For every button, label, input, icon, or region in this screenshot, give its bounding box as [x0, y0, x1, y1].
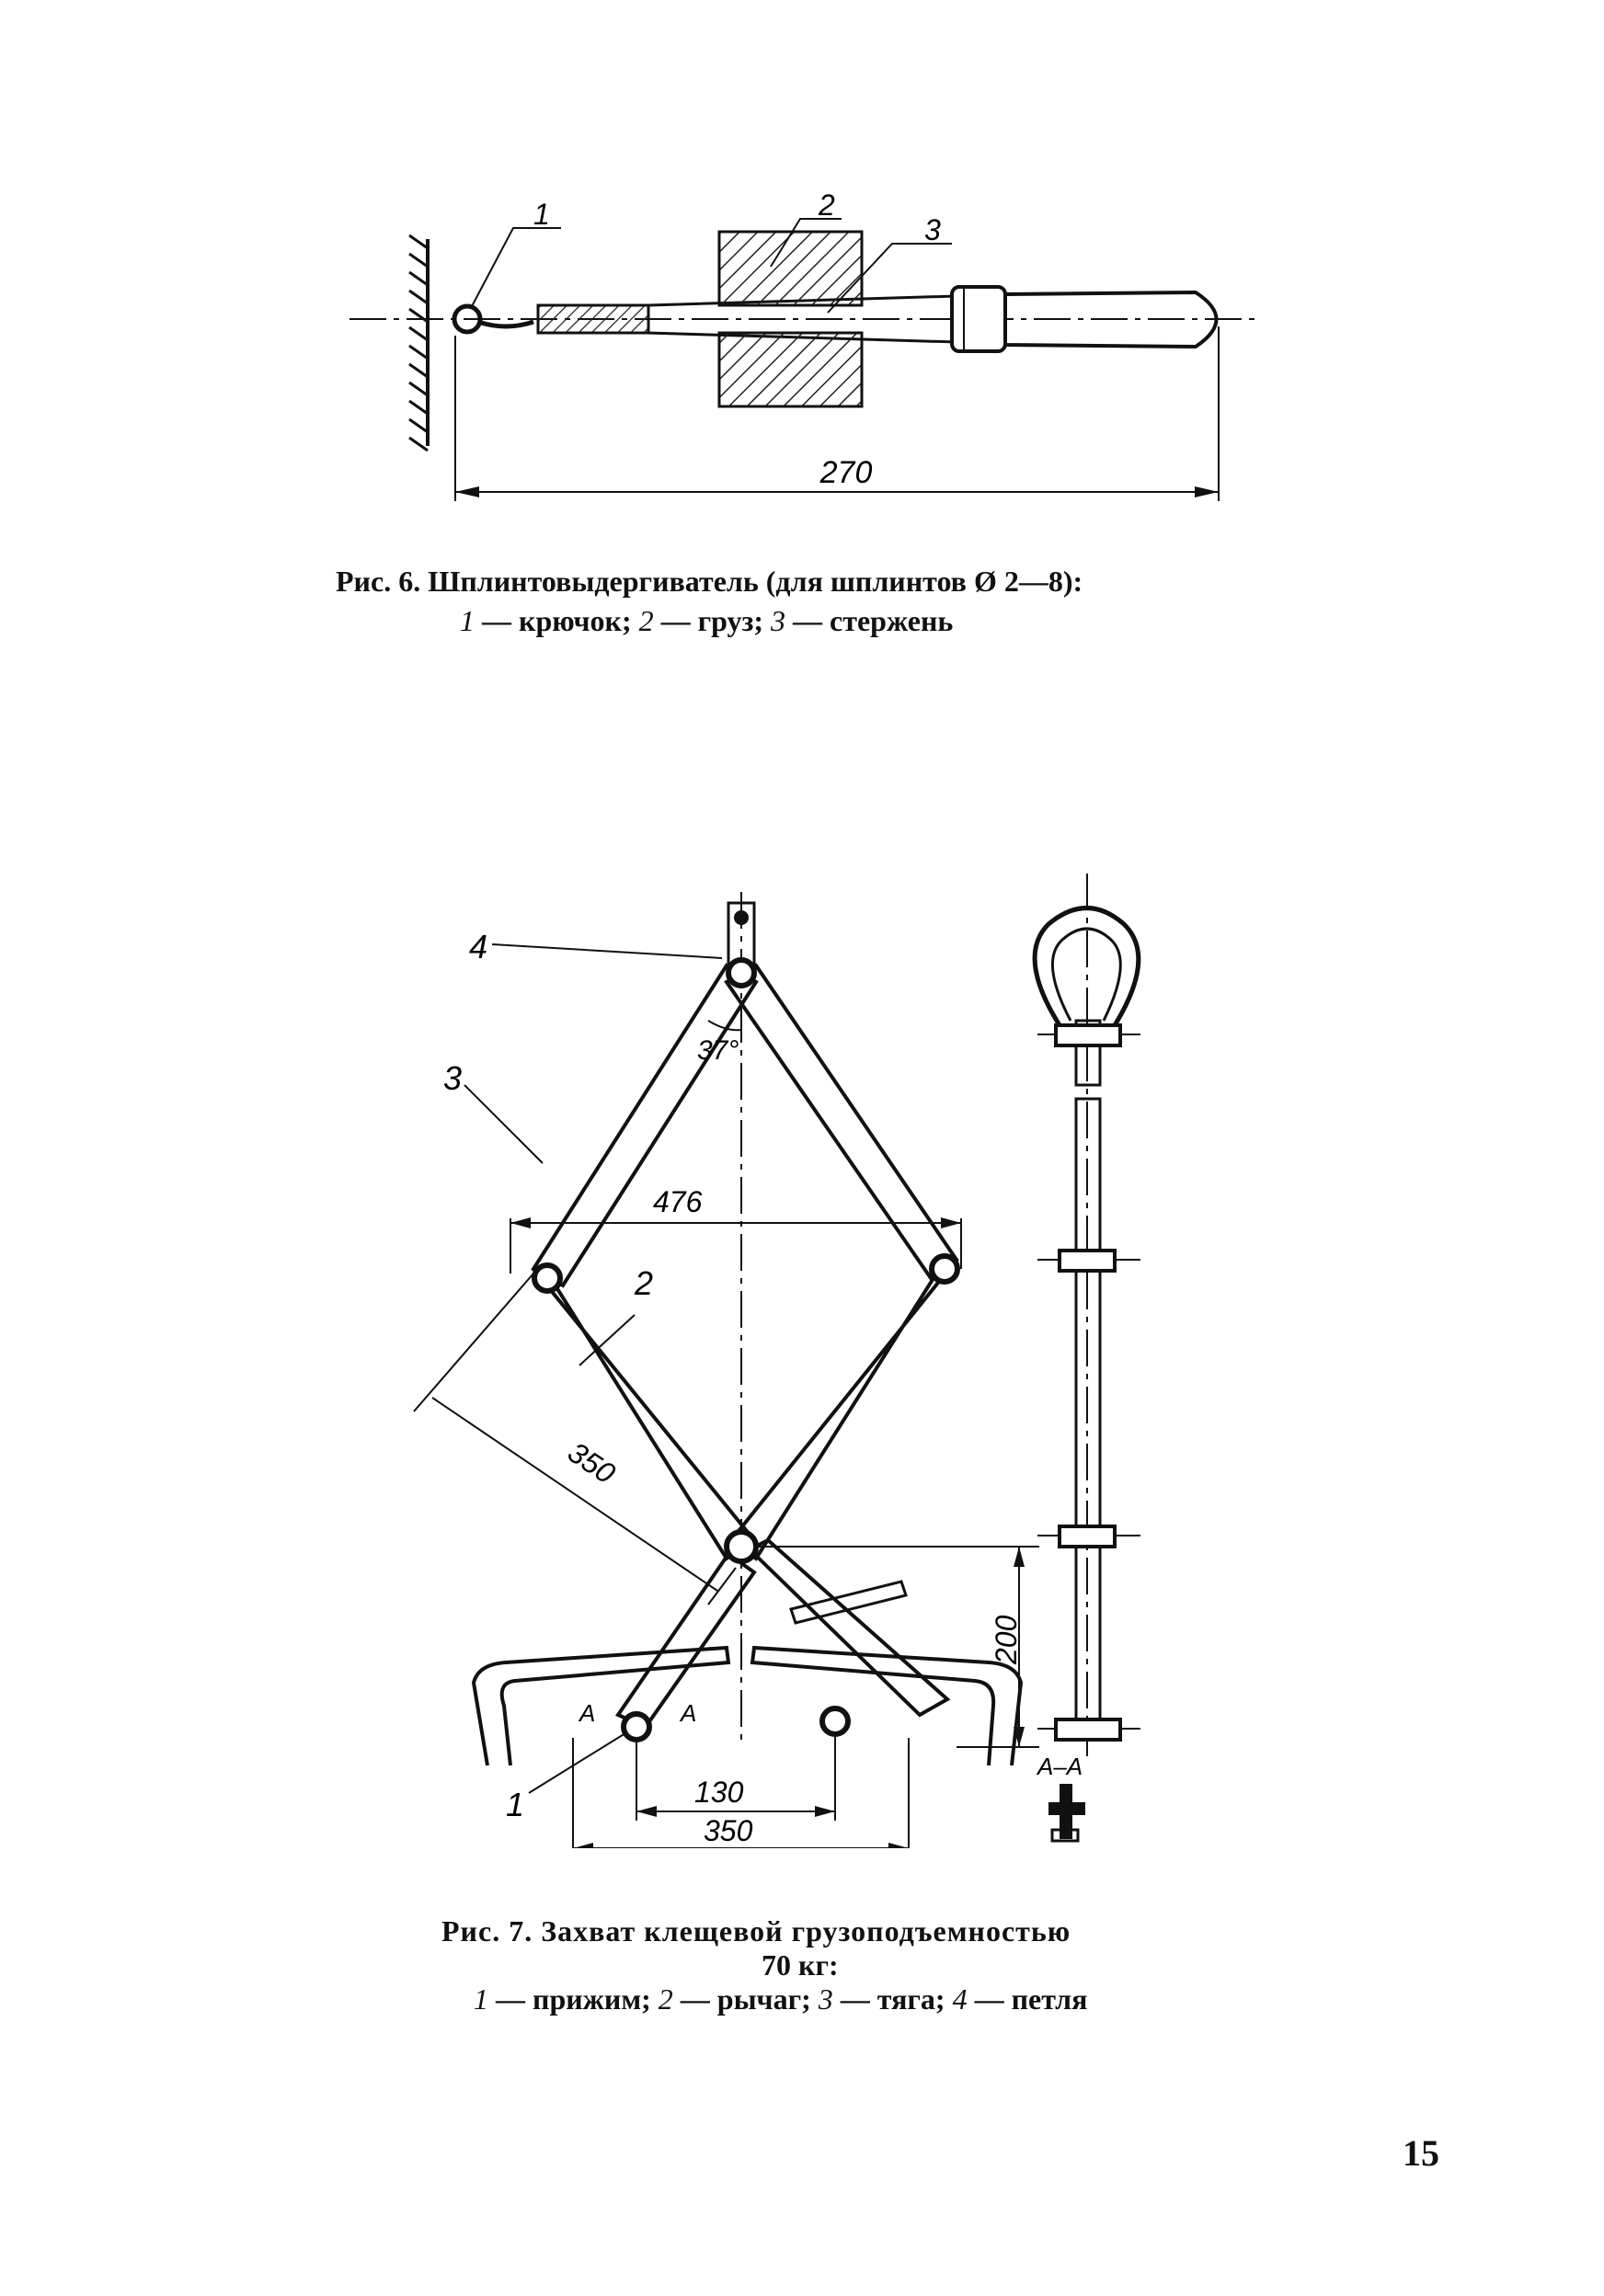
fig7-caption-line3: 1 — прижим; 2 — рычаг; 3 — тяга; 4 — пет…	[474, 1982, 1088, 2016]
fig7-label-4: 4	[469, 928, 487, 965]
wall-hatching	[408, 234, 430, 452]
leader-lines	[470, 218, 952, 314]
section-mark-left: A	[578, 1699, 595, 1727]
fig7-label-1: 1	[506, 1786, 524, 1823]
pivot-joints	[532, 957, 960, 1742]
dimension-476-label: 476	[653, 1185, 703, 1218]
dimension-350-bottom-label: 350	[704, 1814, 753, 1847]
dimension-350-diagonal	[413, 1273, 737, 1605]
hook-part	[452, 303, 534, 335]
dimension-476	[510, 1217, 962, 1274]
fig7-leader-lines	[464, 943, 723, 1794]
jaws	[471, 1580, 1024, 1766]
dimension-270	[454, 326, 1220, 501]
section-title: A–A	[1036, 1753, 1083, 1780]
angle-arc	[707, 1020, 742, 1032]
dimension-130-label: 130	[694, 1776, 744, 1809]
section-mark-right: A	[679, 1699, 696, 1727]
fig7-label-2: 2	[634, 1264, 653, 1302]
page-number: 15	[1403, 2132, 1439, 2174]
handle-part	[1003, 290, 1219, 349]
nut-part	[950, 285, 1007, 353]
label-2: 2	[818, 188, 835, 222]
fig6-caption-line1: Рис. 6. Шплинтовыдергиватель (для шплинт…	[336, 565, 1083, 598]
figure-7-drawing: 37° 476 350 200 130 350 A A	[413, 874, 1141, 1848]
dimension-350-bottom	[572, 1738, 910, 1848]
weight-part	[717, 230, 864, 408]
label-3: 3	[924, 213, 941, 246]
fig6-caption-line2: 1 — крючок; 2 — груз; 3 — стержень	[460, 604, 954, 637]
threaded-end	[536, 303, 650, 335]
dimension-270-label: 270	[819, 455, 873, 490]
dimension-130	[636, 1733, 836, 1821]
angle-label: 37°	[697, 1035, 739, 1066]
figure-6-drawing: 270 1 2 3	[349, 188, 1255, 501]
side-view	[1032, 874, 1141, 1756]
fig7-label-3: 3	[443, 1059, 462, 1097]
upper-rods	[531, 963, 959, 1288]
dimension-350-diagonal-label: 350	[562, 1435, 622, 1491]
dimension-200-label: 200	[990, 1615, 1023, 1665]
section-view	[1048, 1784, 1085, 1843]
dimension-200	[754, 1546, 1039, 1748]
fig7-caption-line1: Рис. 7. Захват клещевой грузоподъемность…	[441, 1914, 1071, 1948]
label-1: 1	[533, 198, 550, 231]
fig7-caption-line2: 70 кг:	[762, 1948, 839, 1982]
